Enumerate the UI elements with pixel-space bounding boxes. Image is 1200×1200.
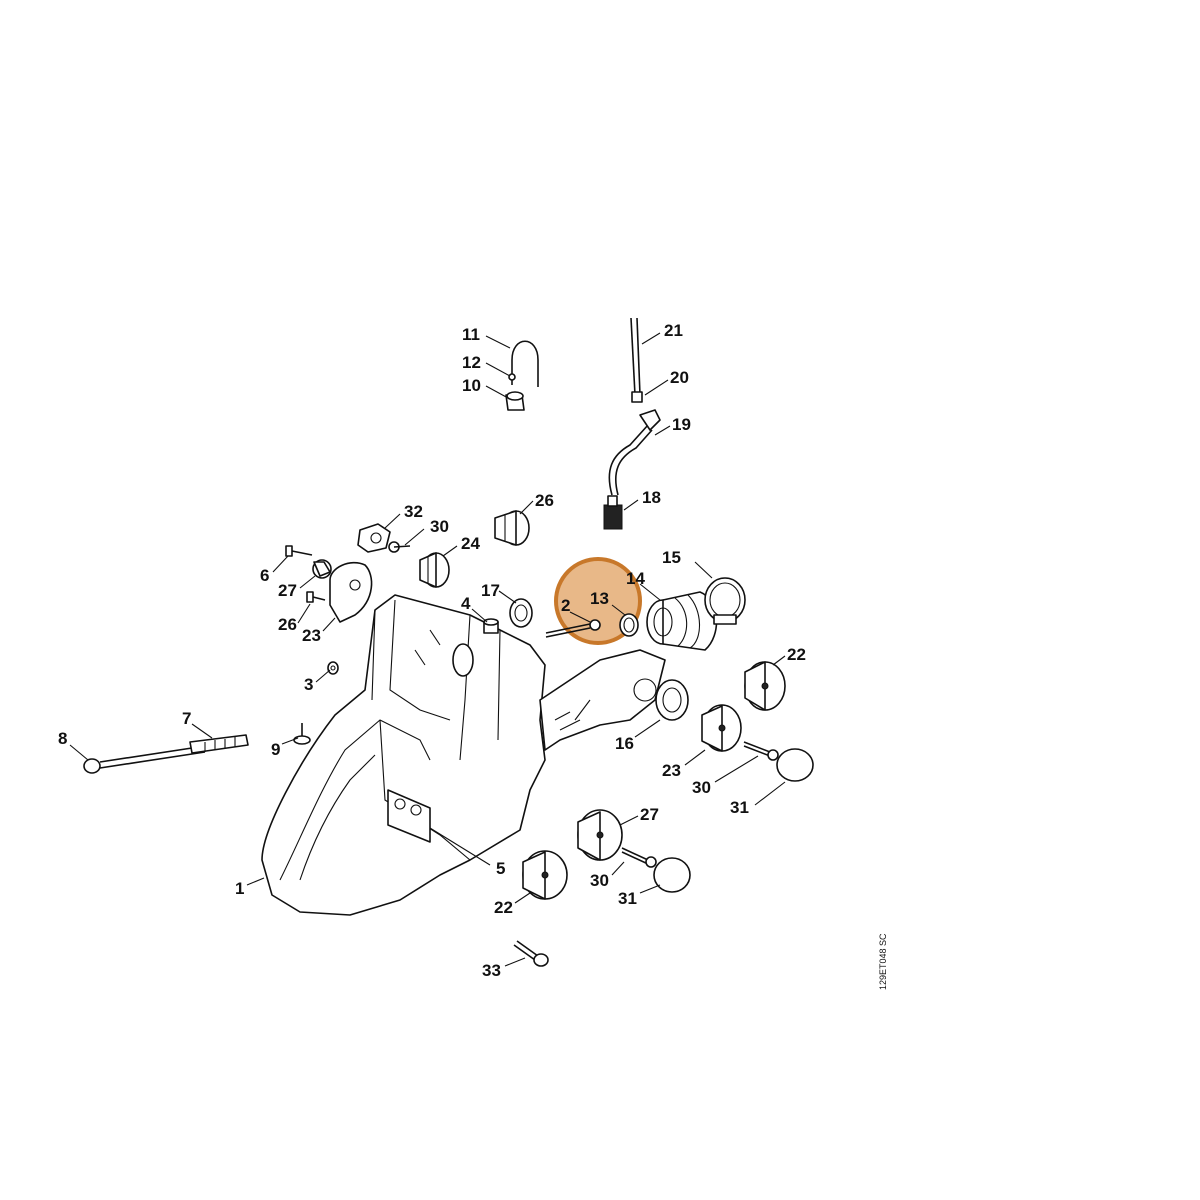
part-22-buffer-bottom [522,850,568,900]
label-13: 13 [590,589,609,608]
housing-part-1 [261,594,666,916]
part-10-11-12-loop [505,340,539,411]
part-labels: 11 12 10 21 20 19 18 26 32 30 24 6 27 26… [58,321,888,990]
part-14-manifold [646,591,718,651]
label-15: 15 [662,548,681,567]
part-23-buffer-right [701,704,742,752]
label-16: 16 [615,734,634,753]
label-25: 23 [302,626,321,645]
label-20: 20 [670,368,689,387]
part-26-buffer [494,510,530,546]
part-15-clamp [704,577,746,625]
part-3-washer [327,661,339,675]
label-24: 24 [461,534,480,553]
part-8-cap [83,758,101,774]
label-32: 32 [404,502,423,521]
label-1: 1 [235,879,244,898]
part-27-buffer-bottom [577,809,623,861]
label-31-bottom: 31 [618,889,637,908]
part-22-buffer-right [744,661,786,711]
part-19-hose [608,409,661,496]
part-2-pin [545,619,601,638]
part-32-plate [357,523,391,553]
part-25-cover [329,561,373,623]
label-23-right: 23 [662,761,681,780]
label-3: 3 [304,675,313,694]
label-27: 27 [640,805,659,824]
label-4: 4 [461,594,471,613]
part-30-screw-right [743,741,779,761]
label-30-top: 30 [430,517,449,536]
label-2: 2 [561,596,570,615]
part-28-screw [306,591,326,603]
label-22-right: 22 [787,645,806,664]
label-31-right: 31 [730,798,749,817]
label-17: 17 [481,581,500,600]
label-9: 9 [271,740,280,759]
label-8: 8 [58,729,67,748]
label-10: 10 [462,376,481,395]
label-12: 12 [462,353,481,372]
label-30-bottom: 30 [590,871,609,890]
part-24-buffer [419,552,450,588]
part-29-sleeve [312,559,332,579]
label-14: 14 [626,569,645,588]
leader-lines [69,332,786,967]
part-20-21-rod [630,317,643,403]
part-17-ring [509,598,533,628]
label-33: 33 [482,961,501,980]
part-31-cap-right [776,748,814,782]
part-4-grommet [483,618,499,634]
label-21: 21 [664,321,683,340]
label-29: 27 [278,581,297,600]
highlight-marker [554,557,642,645]
part-7-rod [99,734,249,769]
part-30-screw-bottom [621,847,657,868]
label-18: 18 [642,488,661,507]
label-19: 19 [672,415,691,434]
part-30-screw-top [388,541,411,553]
part-13-ring [619,613,639,637]
part-9-screw [293,723,311,745]
label-28: 26 [278,615,297,634]
label-26: 26 [535,491,554,510]
label-22-bottom: 22 [494,898,513,917]
part-33-screw [513,940,549,967]
drawing-code: 129ET048 SC [878,933,888,990]
part-16-ring [655,679,689,721]
label-5: 5 [496,859,505,878]
part-18-filter [603,495,623,530]
label-30-right: 30 [692,778,711,797]
part-6-screw [285,545,313,557]
label-6: 6 [260,566,269,585]
part-31-cap-bottom [653,857,691,893]
label-7: 7 [182,709,191,728]
label-11: 11 [462,325,480,344]
